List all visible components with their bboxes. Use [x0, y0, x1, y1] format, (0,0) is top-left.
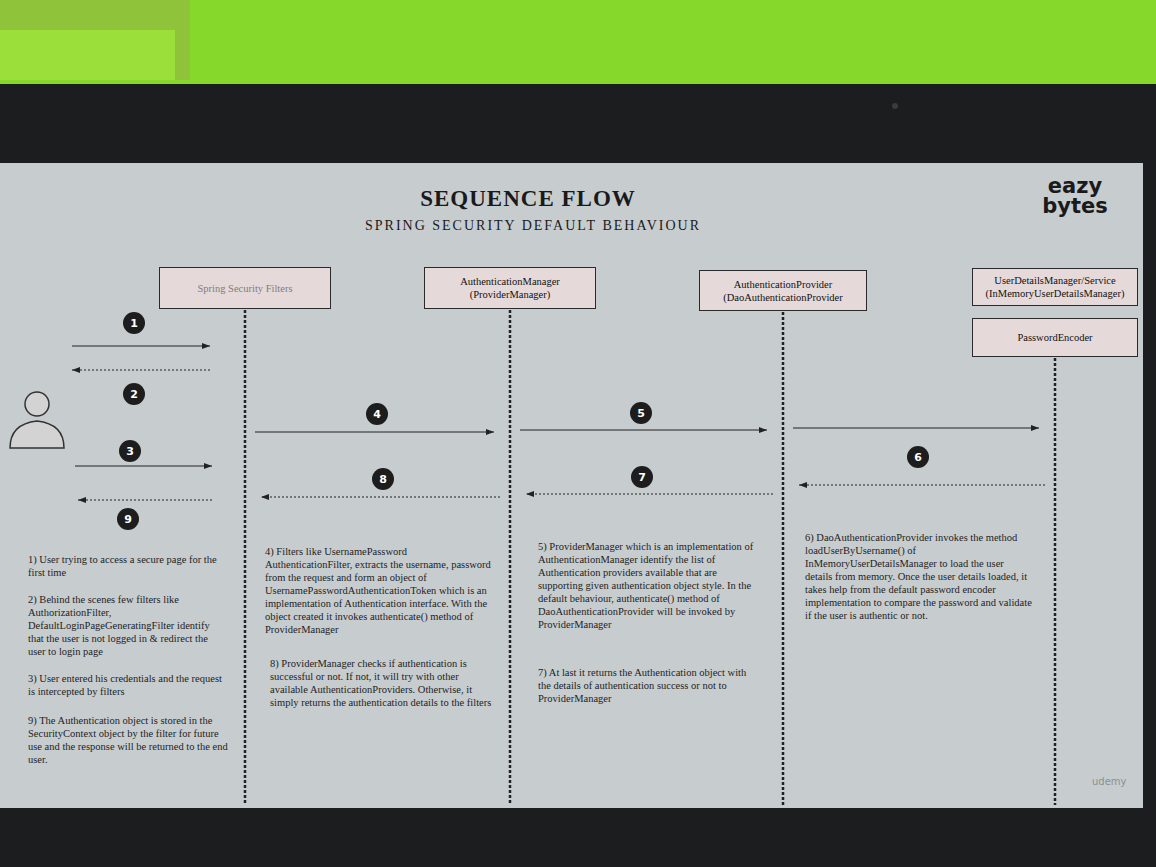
step-number: 9	[117, 508, 139, 530]
header-text: AuthenticationManager (ProviderManager)	[431, 275, 589, 301]
step-number: 1	[123, 312, 145, 334]
step-number: 7	[631, 466, 653, 488]
step-number: 8	[372, 468, 394, 490]
header-text: AuthenticationProvider (DaoAuthenticatio…	[706, 278, 860, 304]
request-arrow	[75, 466, 212, 467]
lifeline-header: Spring Security Filters	[159, 267, 331, 309]
step-number: 5	[630, 402, 652, 424]
logo: eazy bytes	[1030, 176, 1120, 216]
callout-number: 2	[130, 389, 138, 400]
subtitle: SPRING SECURITY DEFAULT BEHAVIOUR	[300, 217, 766, 234]
step-note: 5) ProviderManager which is an implement…	[538, 540, 760, 631]
lifeline-header: PasswordEncoder	[972, 318, 1138, 357]
lifeline	[509, 310, 512, 805]
step-note: 2) Behind the scenes few filters like Au…	[28, 593, 228, 658]
step-number: 2	[123, 383, 145, 405]
callout-number: 9	[124, 514, 132, 525]
slide	[0, 163, 1143, 808]
return-arrow	[799, 485, 1045, 486]
step-note: 3) User entered his credentials and the …	[28, 672, 228, 698]
camera	[892, 103, 898, 109]
return-arrow	[526, 494, 773, 495]
step-note: 8) ProviderManager checks if authenticat…	[270, 657, 495, 709]
message-arrow	[793, 428, 1039, 429]
lifeline	[1054, 358, 1057, 805]
lifeline-header: UserDetailsManager/Service (InMemoryUser…	[972, 268, 1138, 306]
callout-number: 7	[638, 472, 646, 483]
wall-panel	[0, 30, 175, 80]
return-arrow	[261, 497, 500, 498]
lifeline	[782, 312, 785, 805]
step-number: 6	[907, 446, 929, 468]
step-number: 3	[119, 440, 141, 462]
wall-shadow	[0, 0, 190, 80]
step-note: 4) Filters like UsernamePassword Authent…	[265, 545, 493, 636]
lifeline	[244, 310, 247, 805]
header-text: PasswordEncoder	[1017, 331, 1092, 344]
header-text: UserDetailsManager/Service (InMemoryUser…	[979, 274, 1131, 300]
callout-number: 6	[914, 452, 922, 463]
step-note: 1) User trying to access a secure page f…	[28, 553, 228, 579]
diagram-title: SEQUENCE FLOW	[300, 186, 756, 212]
step-note: 6) DaoAuthenticationProvider invokes the…	[805, 531, 1033, 622]
callout-number: 8	[379, 474, 387, 485]
callout-number: 3	[126, 446, 134, 457]
message-arrow	[520, 430, 767, 431]
lifeline-header: AuthenticationProvider (DaoAuthenticatio…	[699, 270, 867, 311]
callout-number: 1	[130, 318, 138, 329]
user-icon	[10, 392, 64, 448]
lifeline-header: AuthenticationManager (ProviderManager)	[424, 267, 596, 309]
response-arrow	[78, 500, 212, 501]
request-arrow	[72, 346, 210, 347]
step-note: 9) The Authentication object is stored i…	[28, 714, 233, 766]
wall	[0, 0, 1156, 86]
callout-number: 4	[373, 409, 381, 420]
step-note: 7) At last it returns the Authentication…	[538, 666, 760, 705]
laptop-bezel	[0, 84, 1156, 867]
header-text: Spring Security Filters	[197, 282, 292, 295]
response-arrow	[72, 370, 210, 371]
message-arrow	[255, 432, 494, 433]
callout-number: 5	[637, 408, 645, 419]
step-number: 4	[366, 403, 388, 425]
watermark: udemy	[1092, 776, 1140, 788]
